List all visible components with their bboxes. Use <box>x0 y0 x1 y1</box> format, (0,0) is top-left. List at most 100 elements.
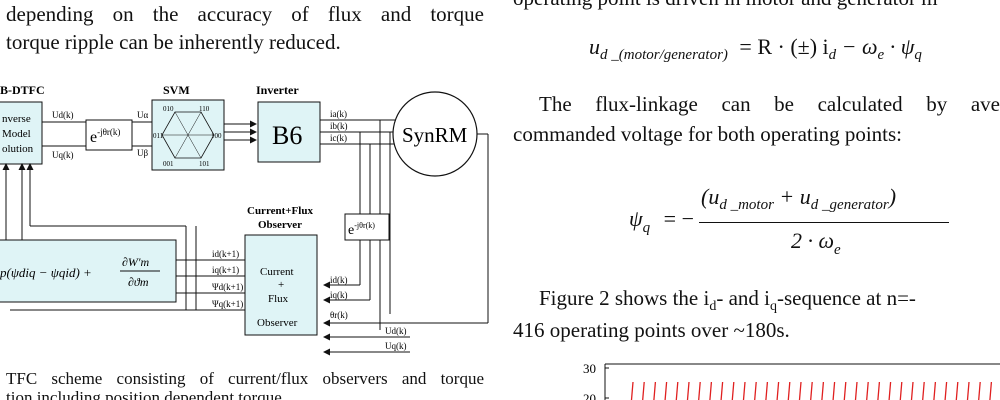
b6-label: B6 <box>272 121 302 150</box>
svg-text:e-jθr(k): e-jθr(k) <box>90 127 120 146</box>
hex-101: 101 <box>199 160 210 168</box>
inverter-heading: Inverter <box>256 83 299 97</box>
torque-equation-num: ∂W′m <box>122 255 150 269</box>
equation-psiq-lhs: ψq = − <box>629 206 694 236</box>
chart-spike <box>877 381 881 400</box>
obs-out-iq: iq(k+1) <box>212 265 239 275</box>
hex-011: 011 <box>153 132 164 140</box>
inverse-model-box <box>0 101 43 165</box>
observer-box-line-1: Current <box>260 266 294 278</box>
dtfc-block-diagram: B-DTFC SVM Inverter nverse Model olution… <box>0 83 489 356</box>
equation-psiq-denominator: 2 · ωe <box>791 228 841 258</box>
inverse-model-line-2: Model <box>2 128 31 140</box>
ia-label: ia(k) <box>330 109 347 119</box>
ib-label: ib(k) <box>330 121 348 131</box>
chart-spike <box>810 381 813 400</box>
chart-spike <box>821 381 825 400</box>
chart-spike <box>642 381 645 400</box>
chart-series-spikes <box>630 381 993 400</box>
chart-spike <box>866 381 869 400</box>
chart-spike <box>787 381 791 400</box>
chart-ytick-20: 20 <box>583 391 596 400</box>
chart-spike <box>630 381 634 400</box>
chart-spike <box>888 381 892 400</box>
inverter-b6-box <box>257 101 321 163</box>
chart-spike <box>653 381 657 400</box>
figure-paragraph-line-2: 416 operating points over ~180s. <box>513 318 790 342</box>
uq-k-label: Uq(k) <box>52 150 74 160</box>
torque-equation-den: ∂ϑm <box>128 275 149 289</box>
observer-box-line-3: Flux <box>268 293 289 305</box>
chart-spike <box>754 381 757 400</box>
flux-paragraph-line-2: commanded voltage for both operating poi… <box>513 122 902 146</box>
id-iq-sequence-chart: 30 20 <box>583 361 1000 400</box>
chart-spike <box>843 381 847 400</box>
chart-spike <box>765 381 769 400</box>
obs-right-id: id(k) <box>330 275 348 285</box>
hex-001: 001 <box>163 160 174 168</box>
inverse-model-line-3: olution <box>2 143 34 155</box>
chart-spike <box>955 381 959 400</box>
equation-psiq-fraction-bar <box>699 222 949 223</box>
svm-heading: SVM <box>163 83 190 97</box>
observer-box <box>244 234 318 336</box>
chart-spike <box>731 381 735 400</box>
chart-spike <box>664 381 668 400</box>
chart-spike <box>720 381 724 400</box>
chart-spike <box>966 381 970 400</box>
caption-line-1: TFC scheme consisting of current/flux ob… <box>6 369 484 388</box>
obs-out-psiq: Ψq(k+1) <box>212 299 243 309</box>
chart-spike <box>698 381 701 400</box>
obs-right-iq: iq(k) <box>330 290 348 300</box>
left-column: depending on the accuracy of flux and to… <box>0 2 489 400</box>
chart-spike <box>675 381 679 400</box>
obs-right-theta: θr(k) <box>330 310 348 320</box>
u-in-q: Uq(k) <box>385 341 407 351</box>
chart-spike <box>922 381 925 400</box>
observer-box-line-4: Observer <box>257 317 298 329</box>
hex-100: 100 <box>211 132 222 140</box>
hex-010: 010 <box>163 105 174 113</box>
right-column: operating point is driven in motor and g… <box>505 0 1000 400</box>
torque-equation-main: p(ψdiq − ψqid) + <box>0 265 92 280</box>
synrm-label: SynRM <box>402 123 468 147</box>
ic-label: ic(k) <box>330 133 347 143</box>
chart-spike <box>899 381 903 400</box>
left-text-line-1: depending on the accuracy of flux and to… <box>6 2 484 26</box>
inverse-model-line-1: nverse <box>2 113 31 125</box>
figure-paragraph-line-1: Figure 2 shows the id- and iq-sequence a… <box>539 286 916 315</box>
u-alpha-label: Uα <box>137 110 148 120</box>
chart-spike <box>776 381 780 400</box>
chart-spike <box>854 381 858 400</box>
chart-spike <box>686 381 690 400</box>
obs-out-psid: Ψd(k+1) <box>212 282 243 292</box>
left-text-line-2: torque ripple can be inherently reduced. <box>6 30 341 54</box>
chart-spike <box>989 381 993 400</box>
rotation-2-exp: -jθr(k) <box>354 221 375 230</box>
rotation-box-1 <box>85 119 133 151</box>
equation-ud: ud _(motor/generator) = R · (±) id − ωe … <box>589 34 922 63</box>
observer-heading-1: Current+Flux <box>247 205 313 217</box>
rotation-1-exp: -jθr(k) <box>97 127 120 137</box>
chart-ytick-30: 30 <box>583 361 596 376</box>
observer-box-line-2: + <box>278 279 284 291</box>
chart-spike <box>910 381 914 400</box>
hex-110: 110 <box>199 105 210 113</box>
torque-equation-box <box>0 239 177 303</box>
chart-spike <box>709 381 713 400</box>
u-in-d: Ud(k) <box>385 326 407 336</box>
flux-paragraph-line-1: The flux-linkage can be calculated by av… <box>539 92 1000 116</box>
svg-text:e-jθr(k): e-jθr(k) <box>348 221 375 238</box>
obs-out-id: id(k+1) <box>212 249 239 259</box>
u-beta-label: Uβ <box>137 148 148 158</box>
chart-spike <box>944 381 948 400</box>
observer-heading-2: Observer <box>258 219 302 231</box>
chart-spike <box>933 381 937 400</box>
ud-k-label: Ud(k) <box>52 110 74 120</box>
chart-spike <box>832 381 836 400</box>
equation-psiq-numerator: (ud _motor + ud _generator) <box>701 184 897 213</box>
rotation-1-e: e <box>90 129 97 146</box>
right-top-cut-line: operating point is driven in motor and g… <box>513 0 938 10</box>
chart-spike <box>978 381 981 400</box>
caption-line-2: tion including position dependent torque <box>6 388 282 400</box>
